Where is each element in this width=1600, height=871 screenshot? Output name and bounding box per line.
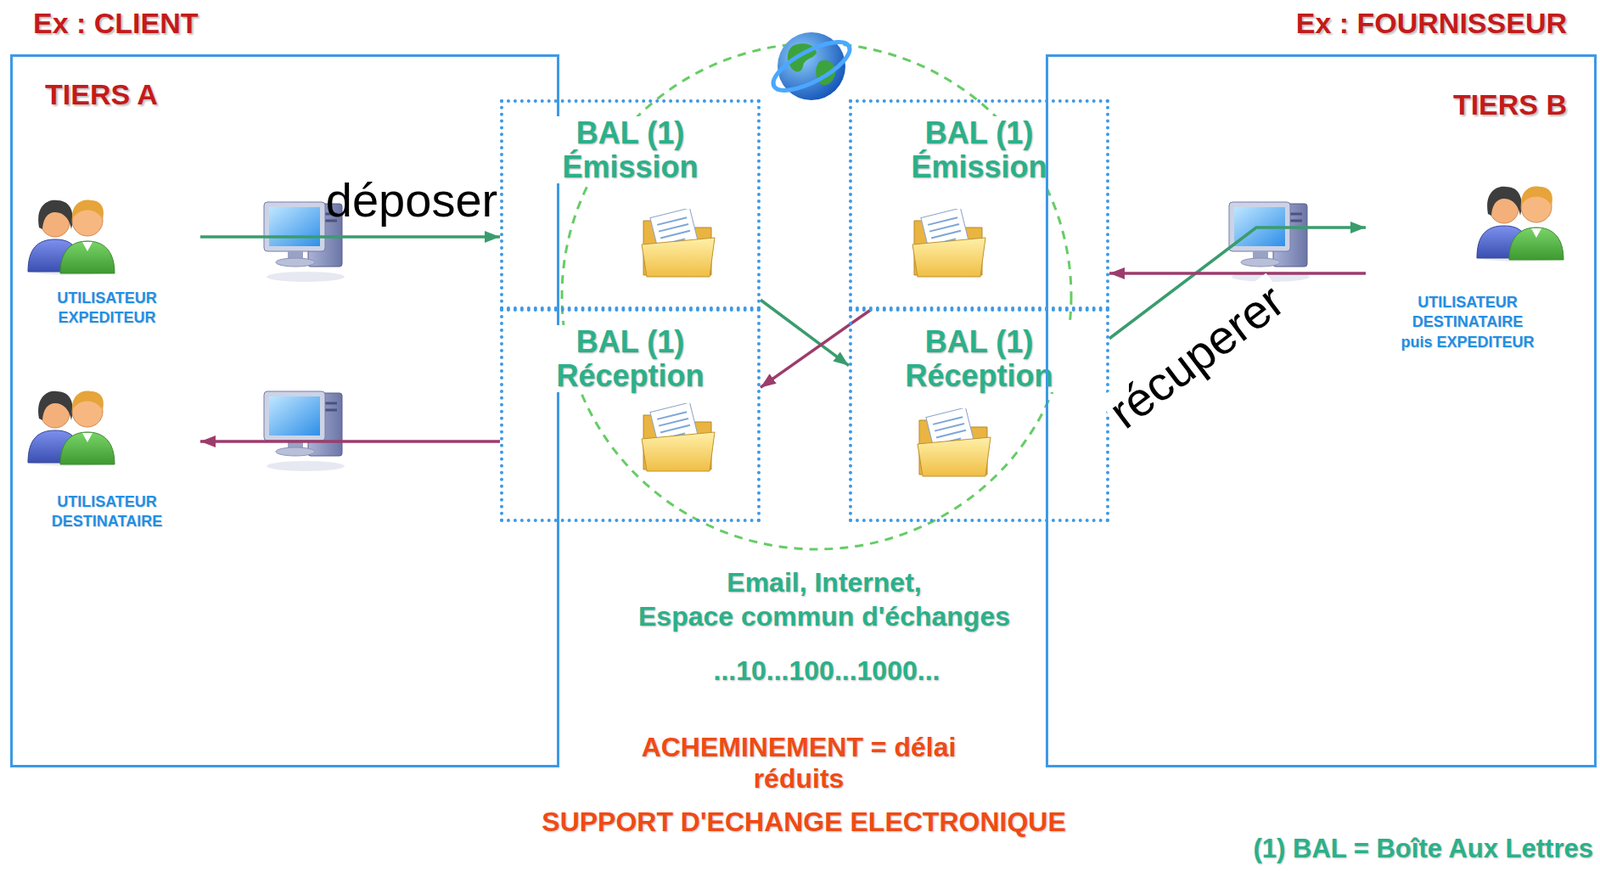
footnote: (1) BAL = Boîte Aux Lettres xyxy=(1253,833,1595,865)
computer-icon xyxy=(263,202,345,282)
medium-label: Email, Internet, xyxy=(726,567,921,599)
user-icon xyxy=(1476,186,1564,262)
mailbox-label: BAL (1) Réception xyxy=(887,325,1073,393)
flow-arrow xyxy=(1109,271,1366,276)
globe-icon xyxy=(766,32,856,101)
computer-icon xyxy=(1229,202,1310,282)
edge-label: déposer xyxy=(322,175,501,226)
user-node: UTILISATEUR EXPEDITEUR xyxy=(13,182,201,349)
party-role: Ex : CLIENT xyxy=(33,7,199,40)
user-label: UTILISATEUR EXPEDITEUR xyxy=(39,288,175,329)
mailbox-label: BAL (1) Réception xyxy=(538,325,724,393)
user-icon xyxy=(28,200,115,276)
flow-arrow xyxy=(1109,227,1366,339)
folder-icon xyxy=(917,407,991,477)
folder-icon xyxy=(641,402,715,472)
scale-label: ...10...100...1000... xyxy=(713,655,941,687)
party-box: UTILISATEUR DESTINATAIRE puis EXPEDITEUR… xyxy=(1045,54,1597,768)
mailbox-zone: BAL (1) Émission xyxy=(848,99,1110,310)
mailbox-label: BAL (1) Émission xyxy=(887,116,1073,184)
party-name: TIERS B xyxy=(1453,89,1567,121)
user-label: UTILISATEUR DESTINATAIRE puis EXPEDITEUR xyxy=(1399,292,1536,353)
folder-icon xyxy=(912,207,986,277)
user-node: UTILISATEUR DESTINATAIRE puis EXPEDITEUR xyxy=(1365,165,1570,387)
user-label: UTILISATEUR DESTINATAIRE xyxy=(39,492,175,533)
mailbox-zone: BAL (1) Réception xyxy=(848,308,1110,523)
edge-label: récuperer xyxy=(1097,273,1296,440)
party-box: UTILISATEUR EXPEDITEUR UTILISATEUR DESTIN… xyxy=(10,54,560,768)
flow-arrow xyxy=(200,235,500,239)
medium-label: Espace commun d'échanges xyxy=(638,600,1011,633)
folder-icon xyxy=(641,207,715,277)
mailbox-label: BAL (1) Émission xyxy=(538,116,724,184)
user-node: UTILISATEUR DESTINATAIRE xyxy=(13,373,201,548)
computer-icon xyxy=(263,391,345,472)
party-role: Ex : FOURNISSEUR xyxy=(1296,7,1567,40)
mailbox-zone: BAL (1) Réception xyxy=(499,308,761,523)
mailbox-zone: BAL (1) Émission xyxy=(499,99,761,310)
flow-arrow xyxy=(200,439,500,444)
support-note: SUPPORT D'ECHANGE ELECTRONIQUE xyxy=(541,806,1066,838)
user-icon xyxy=(28,391,115,466)
party-name: TIERS A xyxy=(44,78,158,111)
benefit-note: ACHEMINEMENT = délai réduits xyxy=(599,731,999,795)
flow-arrow xyxy=(760,309,871,388)
